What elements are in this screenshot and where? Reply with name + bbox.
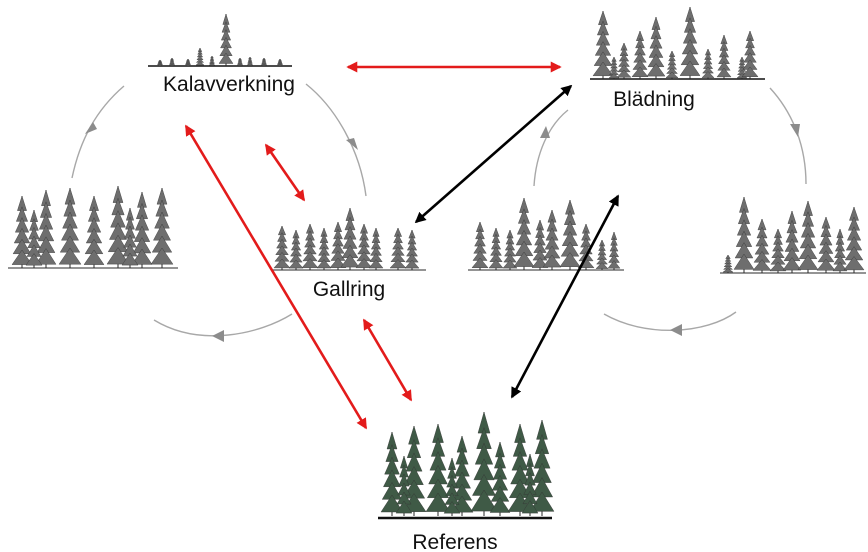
tree [195,47,205,66]
black-arrows [414,84,620,399]
tree [471,221,489,270]
arrow-thinning-reference [362,318,413,402]
tree [380,431,404,516]
tree [106,185,130,268]
cycle-arcs [71,83,807,337]
arrow-clearcut-thinning [264,143,306,202]
tree-group-left-stand [11,185,174,268]
tree [665,50,679,79]
tree [769,228,787,273]
tree [489,441,511,516]
cycle-arc-selection-left [533,109,569,187]
tree [316,227,332,270]
tree [502,229,518,270]
tree-group-reference [380,411,555,516]
cycle-arrowhead-selection-right [790,124,800,137]
label-selection: Blädning [613,88,695,111]
tree [716,34,732,79]
tree [288,229,304,270]
tree [741,30,759,79]
tree [273,225,291,270]
tree [395,455,413,516]
cycle-arc-clearcut-to-thinning [305,83,367,197]
tree [592,10,614,79]
cycle-arrowhead-left [85,122,97,134]
tree [83,195,105,268]
red-arrows [184,61,562,430]
tree [616,42,632,79]
tree [816,216,836,273]
tree [450,435,474,516]
tree [752,218,772,273]
cycle-arc-bottom-right [603,311,737,332]
tree-group-right-stand [722,196,865,273]
tree [236,57,244,66]
tree [389,227,407,270]
tree [513,197,535,270]
tree-group-thinning [273,207,420,270]
tree [797,200,819,273]
tree [208,55,216,66]
tree [832,228,848,273]
tree [276,58,284,66]
cycle-arrowhead-selection-left [540,126,550,138]
tree [11,195,33,268]
tree [782,210,802,273]
tree-group-clearcut [156,13,284,66]
tree [529,419,555,516]
tree [246,56,254,66]
cycle-arc-selection-right [769,87,807,185]
tree [521,453,539,516]
tree [301,223,319,270]
tree [631,30,649,79]
tree [559,199,581,270]
cycle-arc-left-up [71,85,125,179]
tree [470,411,498,516]
tree [701,48,715,79]
cycle-arrowheads [85,122,800,342]
tree [150,187,174,268]
tree [218,13,234,66]
tree [646,16,666,79]
tree [722,254,734,273]
label-clearcut: Kalavverkning [163,73,295,96]
tree [156,59,164,66]
label-thinning: Gallring [313,278,385,301]
tree [608,56,620,79]
tree [607,231,621,270]
tree [425,423,451,516]
tree [404,229,420,270]
cycle-arrowhead-clearcut-to-thinning [346,138,358,150]
tree-group-selection [592,6,759,79]
tree [542,209,562,270]
tree [35,189,57,268]
label-reference: Referens [412,531,497,552]
tree [368,227,384,270]
tree [443,457,461,516]
tree [260,57,268,66]
arrow-centerright-reference [510,194,620,399]
tree [121,207,139,268]
tree [355,223,373,270]
tree [531,219,549,270]
tree [488,227,504,270]
cycle-arrowhead-bottom-left [212,330,224,342]
tree [131,191,153,268]
tree [58,187,82,268]
tree [168,57,176,66]
tree [843,206,865,273]
tree [733,196,755,273]
arrow-clearcut-reference [184,124,368,430]
cycle-arrowhead-bottom-right [670,324,682,336]
arrow-selection-thinning [414,84,573,224]
tree [329,221,347,270]
tree [184,58,192,66]
tree [679,6,701,79]
tree [595,239,609,270]
tree [25,209,43,268]
